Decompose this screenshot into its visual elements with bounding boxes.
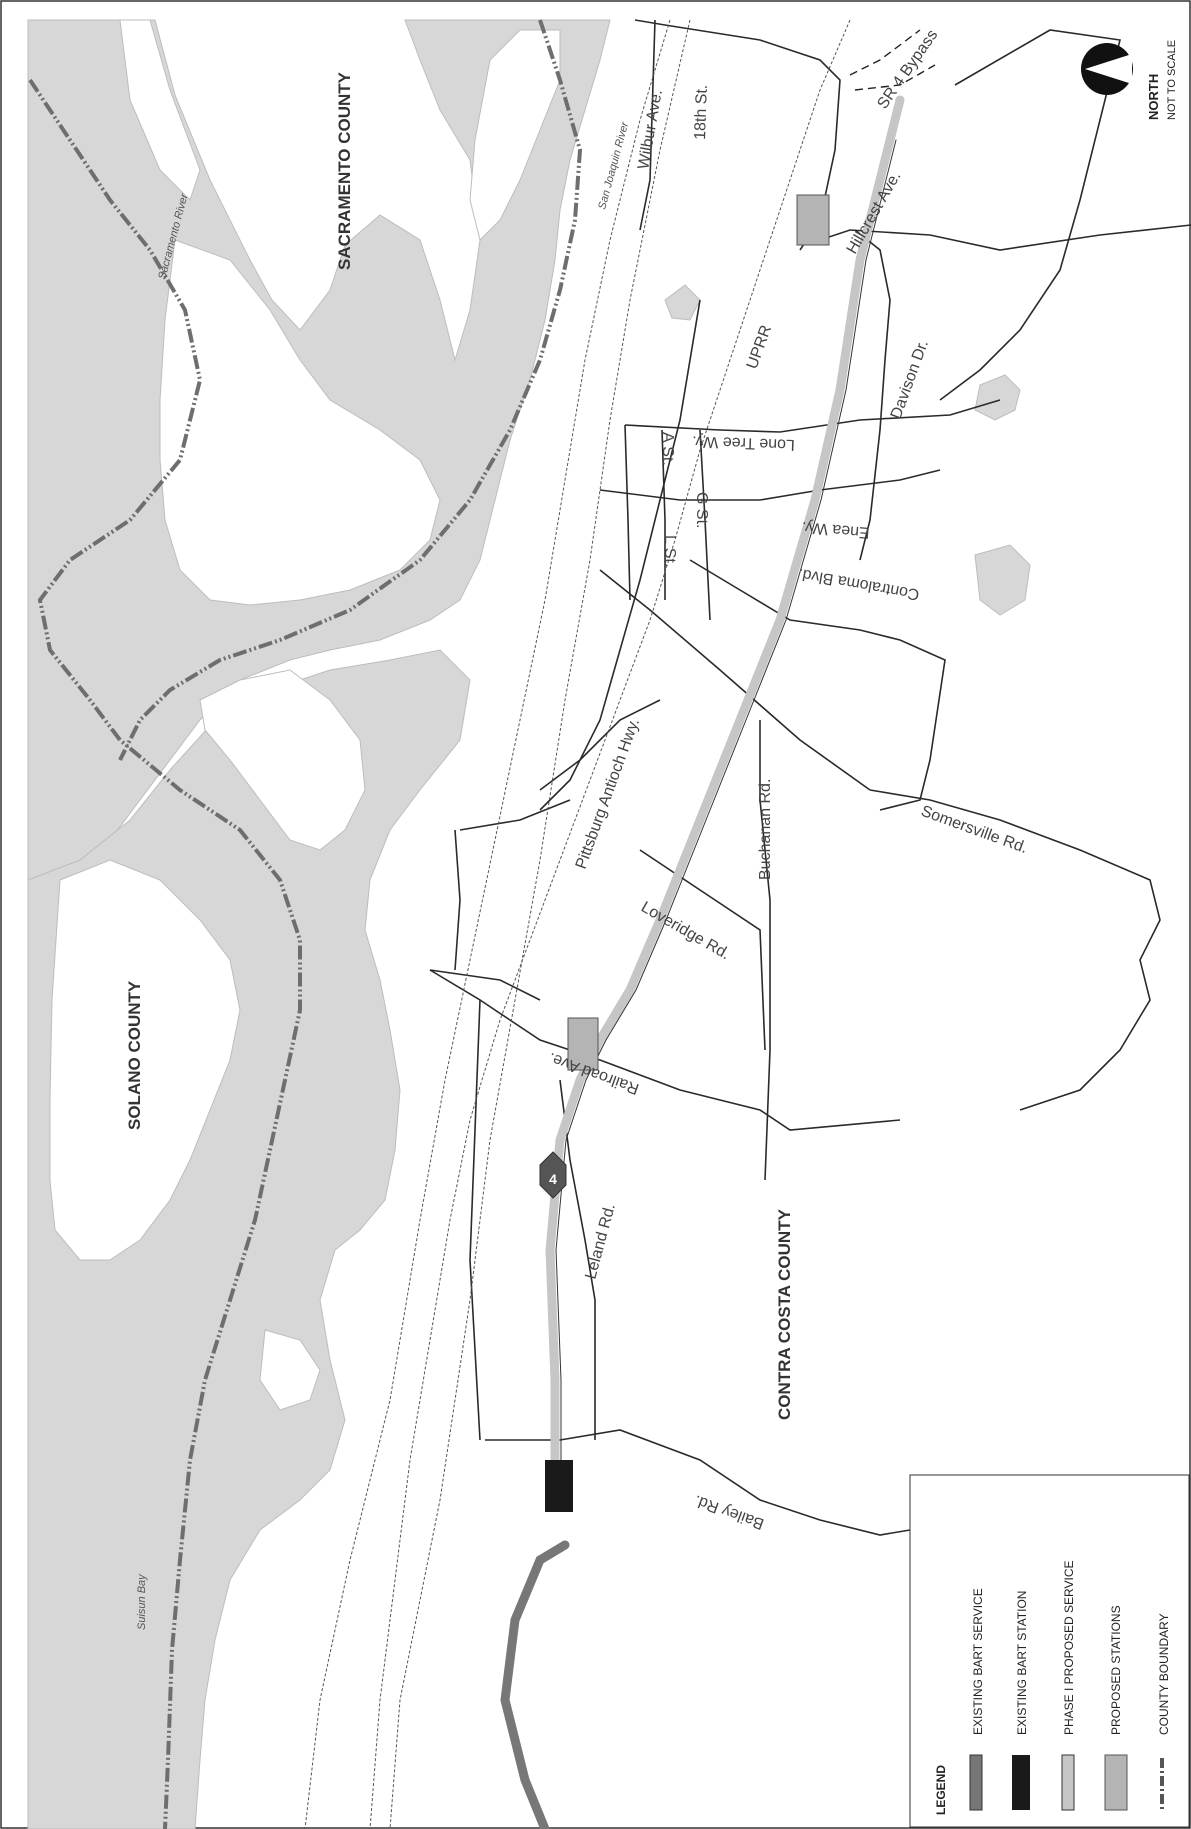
county-boundary-upper bbox=[28, 78, 302, 1829]
route-4-shield: 4 bbox=[539, 1151, 567, 1199]
enea-label: Enea Wy. bbox=[801, 518, 870, 541]
county-boundary-river bbox=[118, 19, 583, 761]
railroad-road bbox=[479, 999, 901, 1131]
g-st-label: G St. bbox=[693, 492, 710, 528]
enea-road bbox=[599, 469, 941, 501]
a-street-road bbox=[624, 424, 631, 601]
county-boundaries bbox=[28, 19, 583, 1829]
legend-title: LEGEND bbox=[934, 1765, 948, 1815]
island-1 bbox=[159, 239, 441, 606]
west-grid-road-2 bbox=[429, 969, 541, 1001]
lone-tree-road bbox=[624, 399, 1001, 433]
island-3 bbox=[49, 859, 241, 1261]
legend-label-proposed-stations: PROPOSED STATIONS bbox=[1109, 1605, 1123, 1735]
west-grid-road-5 bbox=[539, 699, 661, 791]
existing-bart-service-line bbox=[500, 1540, 570, 1829]
legend-box bbox=[909, 1474, 1190, 1828]
proposed-station-swatch bbox=[1104, 1754, 1128, 1811]
contra-costa-county-label: CONTRA COSTA COUNTY bbox=[775, 1208, 794, 1420]
island-6 bbox=[259, 1329, 321, 1411]
stations bbox=[545, 194, 830, 1512]
route-4-number: 4 bbox=[549, 1171, 557, 1187]
somersville-road bbox=[869, 789, 1161, 1111]
suisun-bay-label: Suisun Bay bbox=[136, 1573, 148, 1630]
roads bbox=[429, 19, 1191, 1536]
contraloma-road bbox=[689, 559, 946, 811]
lake-2 bbox=[974, 544, 1031, 616]
island-2 bbox=[199, 669, 366, 851]
buchanan-label: Buchanan Rd. bbox=[757, 779, 774, 880]
sr4-bypass bbox=[849, 29, 936, 91]
l-street-road bbox=[699, 429, 711, 621]
legend-label-county-boundary: COUNTY BOUNDARY bbox=[1157, 1613, 1171, 1735]
hillcrest-road bbox=[819, 224, 1191, 251]
rail-line-3 bbox=[389, 19, 691, 1829]
davison-road bbox=[854, 229, 891, 561]
lakes bbox=[664, 284, 1031, 616]
lake-1 bbox=[974, 374, 1021, 421]
island-4 bbox=[119, 19, 201, 201]
proposed-bart-service-outline bbox=[555, 139, 897, 1491]
north-arrow: NORTH NOT TO SCALE bbox=[1081, 40, 1178, 120]
east-loop-road bbox=[939, 29, 1121, 401]
west-grid-road-3 bbox=[454, 829, 461, 971]
sr4-bypass-line-1 bbox=[849, 29, 921, 76]
eighteenth-label: 18th St. bbox=[692, 84, 711, 140]
west-grid-road-4 bbox=[429, 969, 481, 1441]
lone-tree-label: Lone Tree Wy. bbox=[692, 432, 795, 453]
sr4-bypass-line-2 bbox=[854, 64, 936, 91]
proposed-station-railroad bbox=[567, 1017, 599, 1071]
legend-label-existing-service: EXISTING BART SERVICE bbox=[971, 1588, 985, 1735]
island-5 bbox=[469, 29, 561, 241]
north-arrow-needle bbox=[1085, 54, 1132, 84]
existing-bart-station bbox=[545, 1460, 573, 1512]
buchanan-road bbox=[759, 720, 771, 1181]
bailey-road bbox=[485, 1429, 911, 1536]
solano-county-label: SOLANO COUNTY bbox=[125, 980, 144, 1130]
proposed-service-swatch bbox=[1061, 1754, 1075, 1811]
g-street-road bbox=[661, 429, 666, 600]
sacramento-county-label: SACRAMENTO COUNTY bbox=[335, 71, 354, 270]
shield-icon bbox=[539, 1151, 567, 1199]
l-st-label: L St. bbox=[661, 535, 678, 567]
lake-3 bbox=[664, 284, 701, 321]
islands bbox=[49, 19, 561, 1411]
loveridge-road bbox=[639, 849, 766, 1051]
not-to-scale-label: NOT TO SCALE bbox=[1166, 40, 1178, 120]
pittsburg-antioch-road bbox=[539, 299, 701, 811]
diagonal-road bbox=[599, 569, 871, 791]
existing-station-swatch bbox=[1012, 1755, 1030, 1810]
north-label: NORTH bbox=[1146, 74, 1161, 120]
county-labels: SACRAMENTO COUNTY SOLANO COUNTY CONTRA C… bbox=[125, 71, 794, 1420]
proposed-station-hillcrest bbox=[796, 194, 830, 246]
a-st-label: A St. bbox=[659, 432, 676, 466]
west-grid-road-1 bbox=[459, 799, 571, 831]
legend-label-proposed-service: PHASE I PROPOSED SERVICE bbox=[1062, 1561, 1076, 1736]
uprr-line bbox=[369, 19, 851, 1829]
rail-lines bbox=[304, 19, 851, 1829]
legend: LEGEND EXISTING BART SERVICE EXISTING BA… bbox=[909, 1474, 1190, 1828]
existing-service-swatch bbox=[969, 1754, 983, 1811]
eighteenth-road bbox=[639, 19, 656, 231]
legend-label-existing-station: EXISTING BART STATION bbox=[1015, 1591, 1029, 1735]
